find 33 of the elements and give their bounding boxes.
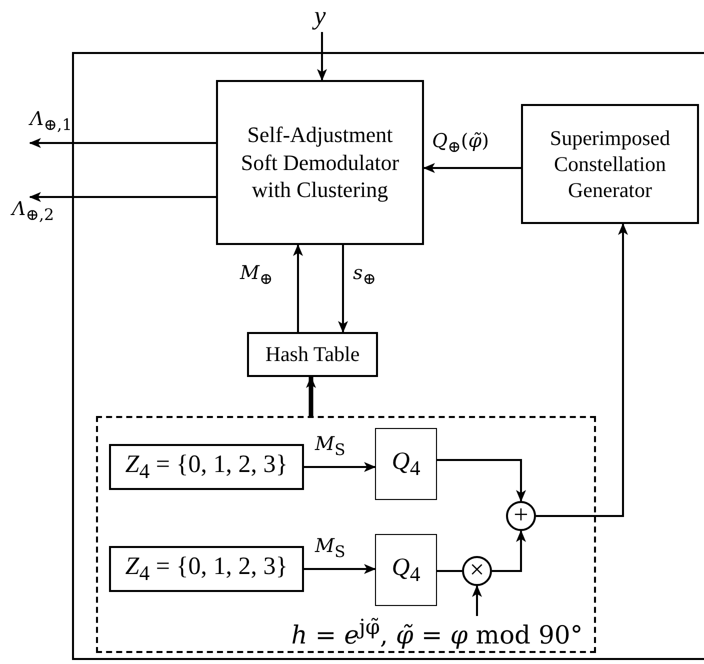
arrow: [29, 192, 216, 202]
mapper-box: Q$_{4}$: [375, 428, 437, 500]
arrow: [293, 244, 303, 332]
operator-circle: +: [506, 501, 536, 531]
arrow: [29, 138, 216, 148]
edge-label: Q$_{⊕}$(φ̃): [432, 130, 489, 156]
process-box: Superimposed Constellation Generator: [521, 104, 699, 224]
process-box: Self-Adjustment Soft Demodulator with Clustering: [216, 80, 424, 245]
double-arrow: [306, 376, 316, 416]
arrow: [338, 245, 348, 333]
arrow: [304, 462, 376, 472]
outer-frame: [72, 52, 704, 660]
arrow: [423, 163, 521, 173]
math-label: h = e$^{jφ̃}$, φ̃ = φ mod 90°: [282, 616, 592, 648]
operator-circle: ×: [462, 556, 492, 586]
mapper-box: Q$_{4}$: [375, 534, 437, 606]
arrow: [492, 530, 526, 572]
edge-label: Λ$_{⊕,1}$: [30, 108, 72, 134]
arrow: [304, 564, 376, 574]
arrow: [437, 459, 526, 502]
arrow: [536, 223, 628, 517]
arrow: [317, 32, 327, 81]
edge-label: Λ$_{⊕,2}$: [12, 198, 54, 224]
process-box: Z$_{4}$ = {0, 1, 2, 3}: [109, 546, 304, 592]
process-box: Hash Table: [247, 332, 378, 377]
edge-label: M$_{S}$: [315, 535, 346, 561]
dashed-group-box: [96, 416, 596, 653]
edge-label: M$_{S}$: [315, 433, 346, 459]
process-box: Z$_{4}$ = {0, 1, 2, 3}: [109, 444, 304, 490]
arrow: [472, 585, 482, 616]
edge-label: M$_{⊕}$: [240, 262, 273, 288]
edge-label: s$_{⊕}$: [353, 262, 376, 288]
math-label: y: [306, 0, 334, 32]
